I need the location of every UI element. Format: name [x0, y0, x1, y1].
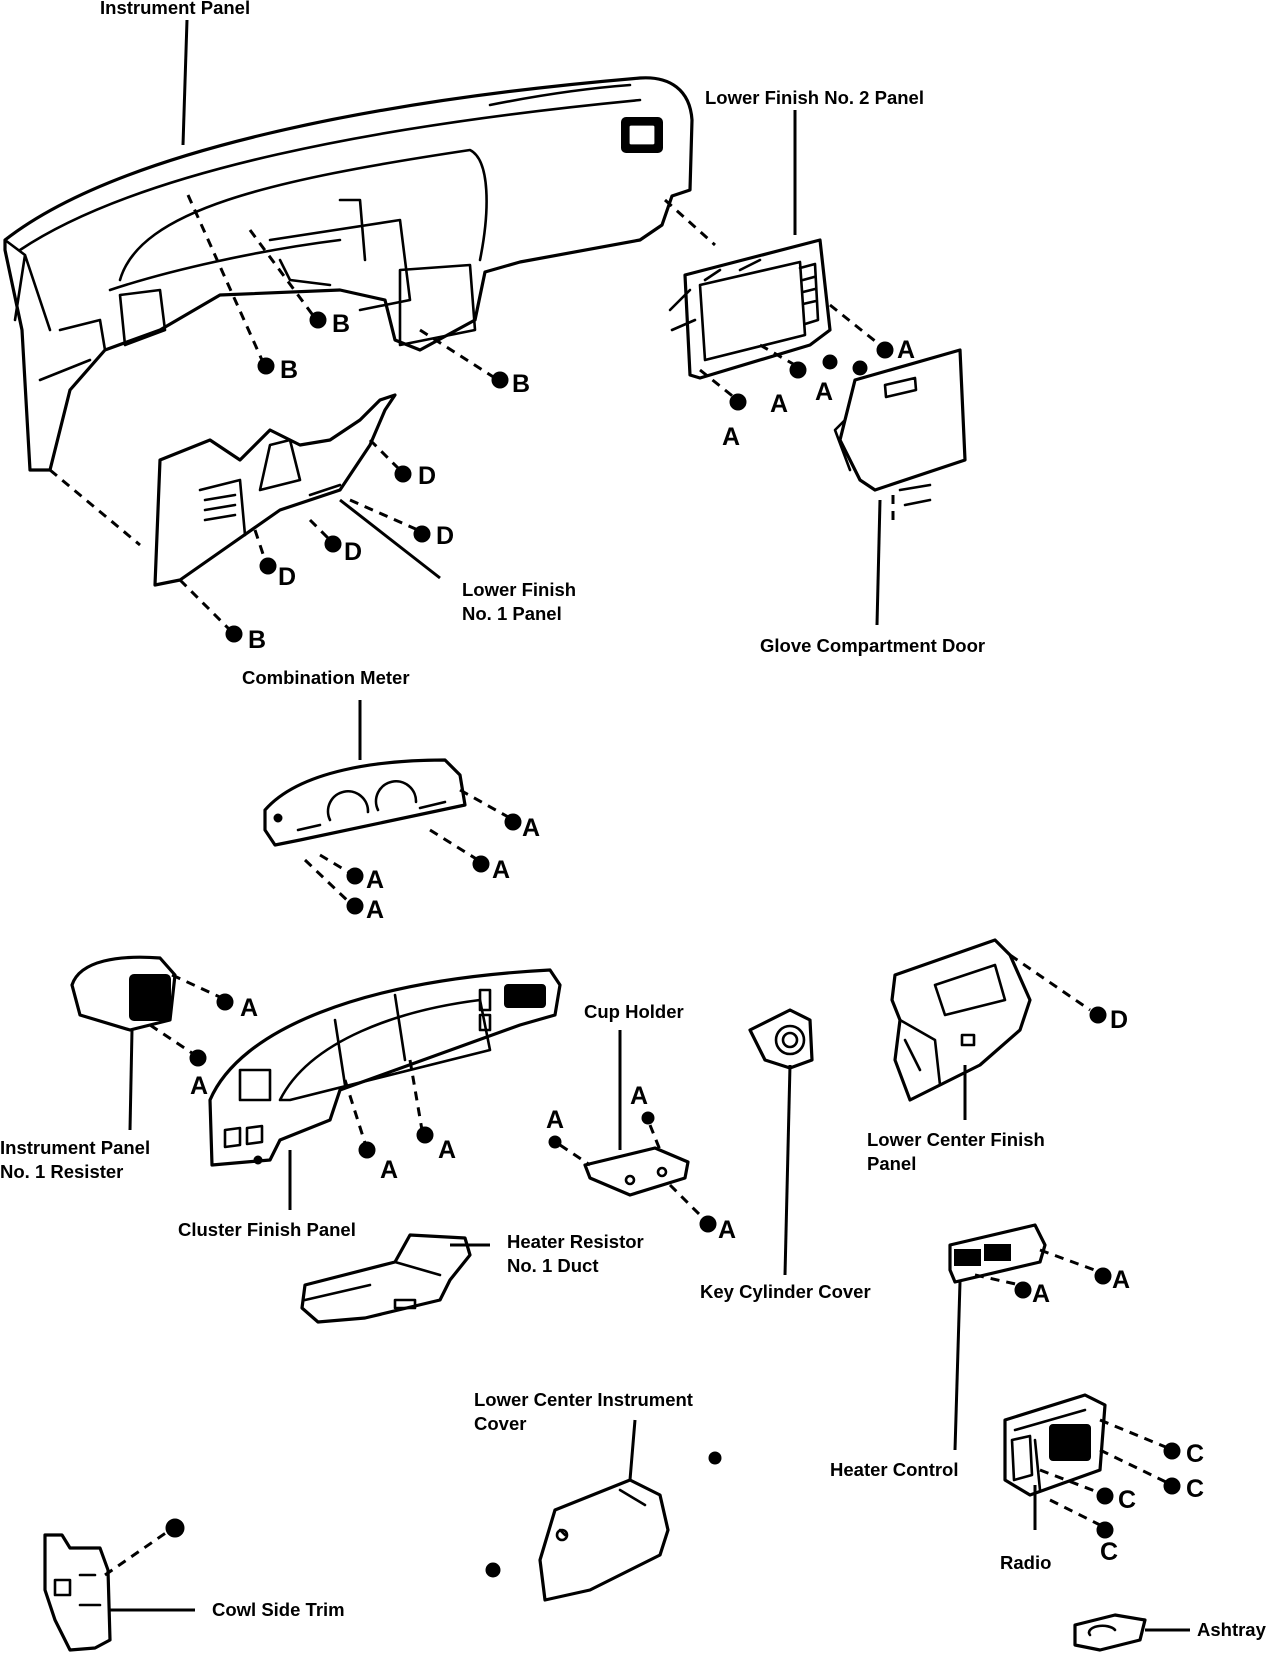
ashtray-part [1073, 1613, 1147, 1652]
lower-center-instrument-cover-label-line1: Lower Center Instrument [474, 1389, 693, 1410]
screw-letter-b: B [280, 356, 298, 384]
screw-letter-a: A [722, 423, 740, 451]
lower-finish-no2-panel-part [668, 238, 832, 380]
lower-finish-no1-panel-label-line1: Lower Finish [462, 579, 576, 600]
cup-holder-label: Cup Holder [584, 1001, 684, 1022]
instrument-panel-part [3, 76, 694, 472]
screw-letter-a: A [630, 1082, 648, 1110]
heater-resistor-no1-duct-label-line2: No. 1 Duct [507, 1255, 598, 1276]
heater-control-label: Heater Control [830, 1459, 959, 1480]
screw-letter-a: A [492, 856, 510, 884]
screw-letter-c: C [1186, 1475, 1204, 1503]
screw-letter-c: C [1186, 1440, 1204, 1468]
screw-letter-a: A [815, 378, 833, 406]
screw-letter-a: A [1112, 1266, 1130, 1294]
screw-letter-c: C [1118, 1486, 1136, 1514]
screw-letter-a: A [438, 1136, 456, 1164]
cluster-finish-panel-part [208, 968, 562, 1167]
lower-finish-no1-panel-part [153, 393, 397, 587]
screw-letter-a: A [522, 814, 540, 842]
radio-label: Radio [1000, 1552, 1051, 1573]
screw-letter-b: B [248, 626, 266, 654]
glove-compartment-door-part [833, 348, 967, 507]
screw-letter-a: A [190, 1072, 208, 1100]
lower-finish-no1-panel-label-line2: No. 1 Panel [462, 603, 562, 624]
screw-letter-a: A [380, 1156, 398, 1184]
screw-letter-a: A [770, 390, 788, 418]
screw-letter-a: A [546, 1106, 564, 1134]
screw-letter-d: D [278, 563, 296, 591]
cup-holder-part [583, 1146, 690, 1197]
instrument-panel-no1-resister-label-line2: No. 1 Resister [0, 1161, 123, 1182]
lower-center-finish-panel-part [890, 938, 1032, 1102]
screw-letter-d: D [418, 462, 436, 490]
cowl-side-trim-label: Cowl Side Trim [212, 1599, 345, 1620]
radio-part [1003, 1393, 1107, 1497]
lower-finish-no2-panel-label: Lower Finish No. 2 Panel [705, 87, 924, 108]
lower-center-finish-panel-label-line1: Lower Center Finish [867, 1129, 1045, 1150]
screw-letter-a: A [718, 1216, 736, 1244]
screw-letter-d: D [1110, 1006, 1128, 1034]
screw-letter-b: B [512, 370, 530, 398]
lower-center-finish-panel-label-line2: Panel [867, 1153, 916, 1174]
key-cylinder-cover-label: Key Cylinder Cover [700, 1281, 871, 1302]
ashtray-label: Ashtray [1197, 1619, 1267, 1640]
screw-letter-a: A [366, 896, 384, 924]
screw-letter-b: B [332, 310, 350, 338]
screw-letter-a: A [1032, 1280, 1050, 1308]
glove-compartment-door-label: Glove Compartment Door [760, 635, 985, 656]
heater-resistor-no1-duct-part [300, 1233, 472, 1324]
cowl-side-trim-part [43, 1533, 112, 1652]
heater-control-part [948, 1223, 1047, 1284]
instrument-panel-label: Instrument Panel [100, 0, 250, 18]
instrument-panel-no1-resister-part [70, 955, 177, 1032]
instrument-panel-no1-resister-label-line1: Instrument Panel [0, 1137, 150, 1158]
screw-letter-d: D [344, 538, 362, 566]
lower-center-instrument-cover-label-line2: Cover [474, 1413, 526, 1434]
screw-letter-a: A [366, 866, 384, 894]
heater-resistor-no1-duct-label-line1: Heater Resistor [507, 1231, 644, 1252]
screw-letter-a: A [897, 336, 915, 364]
cluster-finish-panel-label: Cluster Finish Panel [178, 1219, 356, 1240]
screw-letter-d: D [436, 522, 454, 550]
combination-meter-label: Combination Meter [242, 667, 410, 688]
key-cylinder-cover-part [748, 1008, 814, 1070]
screw-letter-c: C [1100, 1538, 1118, 1566]
lower-center-instrument-cover-part [538, 1478, 670, 1602]
combination-meter-part [263, 758, 467, 847]
screw-letter-a: A [240, 994, 258, 1022]
